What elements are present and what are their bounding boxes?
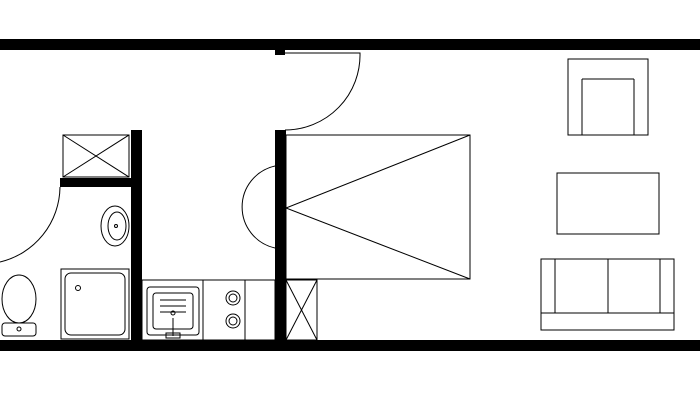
kitchen [141, 279, 276, 341]
room-partition-wall [275, 130, 286, 341]
bottom-wall [0, 340, 700, 351]
bed [284, 134, 471, 280]
room-partition-stub [275, 48, 285, 55]
armchair [567, 58, 649, 136]
interior-walls [60, 48, 286, 341]
wardrobe [285, 279, 318, 341]
bathroom-door-swing [0, 186, 61, 263]
bathroom-cabinet-shelf-wall [60, 178, 132, 187]
doors [0, 52, 361, 263]
bathroom-partition-wall [131, 130, 142, 341]
room-door-swing [241, 165, 276, 249]
bathroom-cabinet [62, 134, 130, 178]
bathroom [1, 134, 130, 340]
shower-tray [60, 268, 130, 340]
washbasin [100, 205, 130, 247]
toilet [1, 274, 37, 337]
sofa [540, 258, 675, 331]
hob [225, 290, 241, 329]
living-room [284, 58, 675, 341]
coffee-table [556, 172, 660, 235]
burner-top [225, 290, 241, 306]
exterior-walls [0, 39, 700, 351]
kitchen-sink [146, 286, 200, 339]
top-wall [0, 39, 700, 50]
burner-bottom [225, 313, 241, 329]
entrance-door-swing [284, 52, 361, 131]
kitchen-counter [141, 279, 276, 341]
